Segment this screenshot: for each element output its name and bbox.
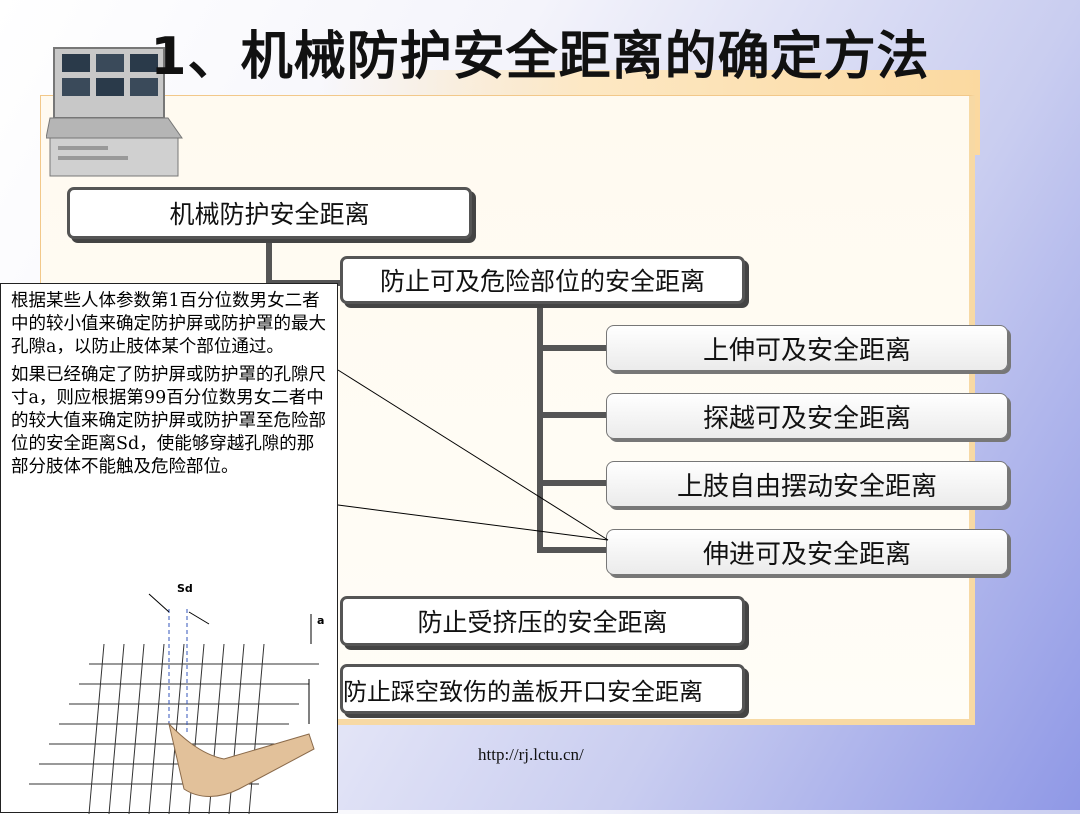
sub-item-over-reach: 探越可及安全距离: [606, 393, 1008, 439]
sub-item-arm-swing: 上肢自由摆动安全距离: [606, 461, 1008, 507]
note-paragraph-2: 如果已经确定了防护屏或防护罩的孔隙尺寸a，则应根据第99百分位数男女二者中的较大…: [11, 365, 326, 477]
explanation-textbox: 根据某些人体参数第1百分位数男女二者中的较小值来确定防护屏或防护罩的最大孔隙a，…: [0, 283, 338, 814]
branch-reach-box: 防止可及危险部位的安全距离: [340, 256, 745, 304]
connector-sub-1: [537, 345, 609, 351]
branch-crush-box: 防止受挤压的安全距离: [340, 596, 745, 646]
sub-item-reach-through: 伸进可及安全距离: [606, 529, 1008, 575]
control-console-image: [46, 47, 183, 177]
connector-sub-4: [537, 547, 609, 553]
sub-item-upward-reach: 上伸可及安全距离: [606, 325, 1008, 371]
figure-label-sd: Sd: [177, 584, 193, 595]
figure-label-a: a: [317, 614, 324, 627]
footer-url: http://rj.lctu.cn/: [478, 745, 584, 764]
connector-root-vertical: [266, 236, 272, 286]
connector-sub-2: [537, 412, 609, 418]
slide-title: 1、机械防护安全距离的确定方法: [150, 27, 930, 87]
note-paragraph-1: 根据某些人体参数第1百分位数男女二者中的较小值来确定防护屏或防护罩的最大孔隙a，…: [11, 291, 326, 357]
branch-cover-box: 防止踩空致伤的盖板开口安全距离: [340, 664, 745, 714]
root-box: 机械防护安全距离: [67, 187, 472, 239]
connector-reach-vertical: [537, 300, 543, 552]
safety-distance-figure: Sd a: [29, 584, 324, 814]
connector-sub-3: [537, 480, 609, 486]
